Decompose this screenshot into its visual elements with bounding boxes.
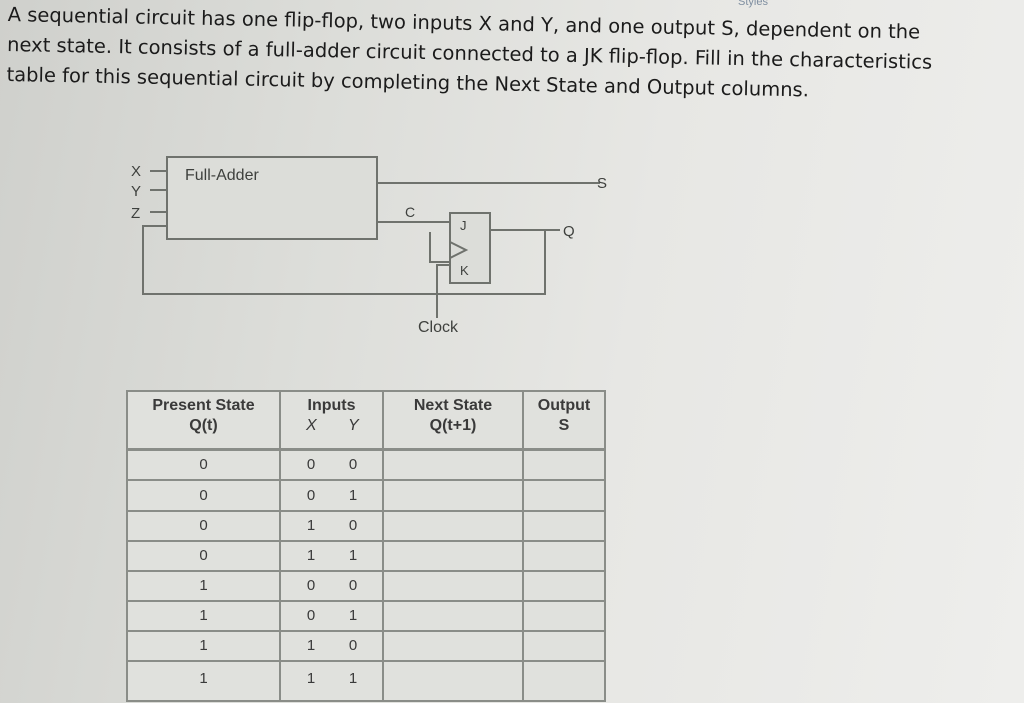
header-next-state-sub: Q(t+1) bbox=[429, 417, 477, 434]
input-y-label: Y bbox=[131, 183, 141, 200]
full-adder-label: Full-Adder bbox=[185, 167, 259, 184]
header-output: Output bbox=[537, 397, 591, 414]
cell-input-x: 1 bbox=[306, 517, 316, 534]
cell-present-state: 0 bbox=[199, 547, 208, 564]
cell-present-state: 1 bbox=[199, 670, 208, 687]
clock-label: Clock bbox=[418, 319, 459, 336]
input-z-label: Z bbox=[131, 205, 140, 222]
header-present-state: Present State bbox=[152, 397, 255, 414]
sum-label: S bbox=[597, 175, 607, 192]
carry-label: C bbox=[405, 204, 415, 220]
header-input-y: Y bbox=[348, 417, 359, 434]
input-x-label: X bbox=[131, 163, 141, 180]
header-output-sub: S bbox=[558, 417, 570, 434]
j-label: J bbox=[460, 218, 467, 233]
clock-line bbox=[436, 264, 450, 318]
cell-input-x: 0 bbox=[306, 607, 316, 624]
cell-input-x: 0 bbox=[306, 487, 316, 504]
header-next-state: Next State bbox=[413, 397, 493, 414]
cell-present-state: 1 bbox=[199, 637, 208, 654]
clock-triangle-icon bbox=[449, 241, 469, 259]
cell-input-y: 0 bbox=[348, 456, 358, 473]
cell-input-y: 0 bbox=[348, 517, 358, 534]
q-label: Q bbox=[563, 223, 575, 240]
feedback-line bbox=[142, 225, 546, 295]
characteristic-table: Present State Q(t) Inputs X Y Next State… bbox=[126, 390, 606, 702]
header-inputs: Inputs bbox=[307, 397, 356, 414]
jk-flip-flop bbox=[449, 212, 491, 284]
header-input-x: X bbox=[306, 417, 317, 434]
header-present-state-sub: Q(t) bbox=[189, 417, 218, 434]
cell-present-state: 0 bbox=[199, 517, 208, 534]
cell-input-x: 1 bbox=[306, 637, 316, 654]
k-label: K bbox=[460, 263, 469, 278]
cell-input-x: 1 bbox=[306, 547, 316, 564]
k-line bbox=[429, 232, 450, 263]
cell-present-state: 0 bbox=[199, 487, 208, 504]
cell-input-y: 0 bbox=[348, 637, 358, 654]
cell-input-x: 0 bbox=[306, 577, 316, 594]
cell-input-y: 1 bbox=[348, 607, 358, 624]
cell-input-x: 0 bbox=[306, 456, 316, 473]
cell-present-state: 1 bbox=[199, 607, 208, 624]
cell-input-y: 1 bbox=[348, 547, 358, 564]
cell-input-y: 1 bbox=[348, 487, 358, 504]
styles-label: Styles bbox=[738, 0, 768, 8]
cell-input-y: 0 bbox=[348, 577, 358, 594]
cell-present-state: 1 bbox=[199, 577, 208, 594]
full-adder-block bbox=[166, 156, 378, 240]
cell-input-x: 1 bbox=[306, 670, 316, 687]
cell-input-y: 1 bbox=[348, 670, 358, 687]
cell-present-state: 0 bbox=[199, 456, 208, 473]
